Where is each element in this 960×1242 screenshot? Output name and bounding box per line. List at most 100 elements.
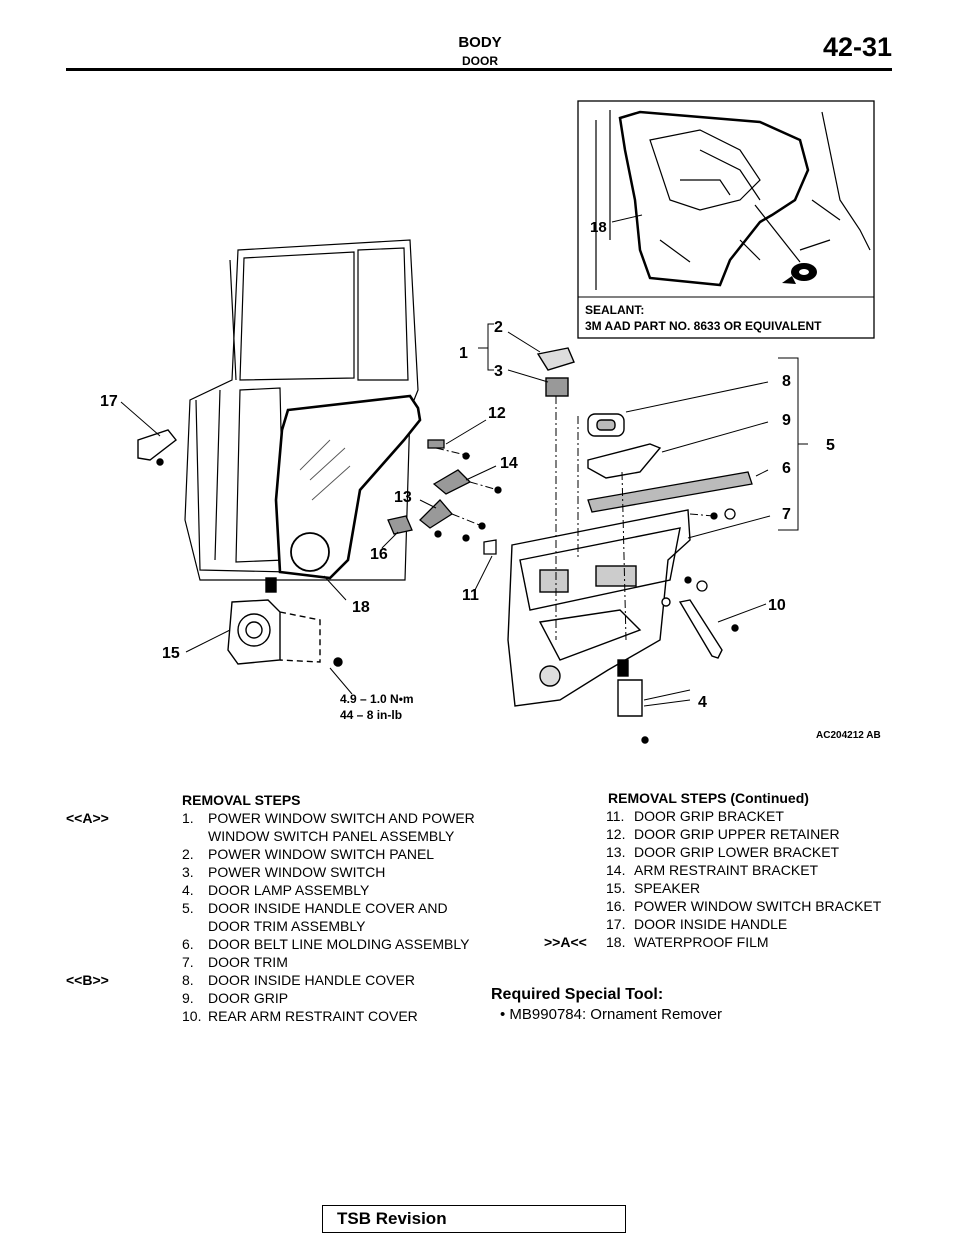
subsection-title: DOOR	[462, 54, 498, 68]
step-number: 1.	[182, 810, 194, 826]
step-number: 9.	[182, 990, 194, 1006]
step-text: DOOR INSIDE HANDLE COVER AND DOOR TRIM A…	[208, 900, 448, 934]
special-tool-heading: Required Special Tool:	[491, 986, 664, 1003]
step-text: DOOR TRIM	[208, 954, 288, 970]
callout-8: 8	[782, 373, 791, 390]
sealant-roll-icon	[782, 263, 817, 284]
removal-step: 15. SPEAKER	[540, 879, 894, 897]
step-text: SPEAKER	[634, 880, 701, 896]
step-text: POWER WINDOW SWITCH BRACKET	[634, 898, 882, 914]
torque-nm: 4.9 – 1.0 N•m	[340, 692, 414, 706]
alignment-lines	[435, 396, 715, 641]
arm-restraint-cover	[661, 597, 739, 659]
removal-step: 6. DOOR BELT LINE MOLDING ASSEMBLY	[66, 935, 476, 953]
step-number: 11.	[606, 808, 625, 824]
step-number: 4.	[182, 882, 194, 898]
door-lamp	[617, 659, 649, 744]
step-number: 13.	[606, 844, 626, 860]
footer-box	[322, 1205, 626, 1233]
removal-step: 11. DOOR GRIP BRACKET	[540, 807, 894, 825]
sealant-inset: 18 SEALANT: 3M AAD PART NO. 8633 OR EQUI…	[577, 100, 875, 339]
step-text: DOOR GRIP UPPER RETAINER	[634, 826, 840, 842]
step-number: 7.	[182, 954, 194, 970]
inside-handle-cover	[587, 413, 625, 437]
step-text: POWER WINDOW SWITCH PANEL	[208, 846, 435, 862]
step-text: POWER WINDOW SWITCH	[208, 864, 386, 880]
step-text: REAR ARM RESTRAINT COVER	[208, 1008, 418, 1024]
callout-10: 10	[768, 597, 786, 614]
step-text: DOOR INSIDE HANDLE COVER	[208, 972, 415, 988]
removal-step: <<B>> 8. DOOR INSIDE HANDLE COVER	[66, 971, 476, 989]
door-trim-assembly	[507, 509, 691, 707]
removal-steps-right: REMOVAL STEPS (Continued) 11. DOOR GRIP B…	[540, 789, 900, 951]
step-number: 6.	[182, 936, 194, 952]
callout-11: 11	[462, 587, 479, 604]
step-text: WATERPROOF FILM	[634, 934, 769, 950]
callout-1: 1	[459, 345, 468, 362]
special-tool-item-text: MB990784: Ornament Remover	[509, 1006, 723, 1023]
callout-15: 15	[162, 645, 180, 662]
removal-step: 5. DOOR INSIDE HANDLE COVER AND DOOR TRIM…	[66, 899, 476, 935]
step-number: 8.	[182, 972, 194, 988]
speaker	[185, 577, 343, 667]
callout-17: 17	[100, 393, 118, 410]
callout-7: 7	[782, 506, 791, 523]
callout-13: 13	[394, 489, 412, 506]
inside-handle	[120, 401, 177, 466]
removal-heading-continued: REMOVAL STEPS (Continued)	[608, 790, 809, 806]
step-text: DOOR LAMP ASSEMBLY	[208, 882, 370, 898]
removal-step: 10. REAR ARM RESTRAINT COVER	[66, 1007, 476, 1025]
step-number: 15.	[606, 880, 626, 896]
callout-12: 12	[488, 405, 506, 422]
step-text: ARM RESTRAINT BRACKET	[634, 862, 819, 878]
door-exploded-diagram: 18 SEALANT: 3M AAD PART NO. 8633 OR EQUI…	[100, 100, 881, 744]
step-text: DOOR INSIDE HANDLE	[634, 916, 788, 932]
removal-step: 9. DOOR GRIP	[66, 989, 476, 1007]
step-text: DOOR GRIP	[208, 990, 289, 1006]
step-number: 10.	[182, 1008, 202, 1024]
callout-3: 3	[494, 363, 503, 380]
removal-step: 7. DOOR TRIM	[66, 953, 476, 971]
step-tag: >>A<<	[544, 934, 587, 950]
section-title: BODY	[458, 34, 502, 51]
belt-line-molding	[587, 471, 753, 513]
step-tag: <<A>>	[66, 810, 109, 826]
step-number: 5.	[182, 900, 194, 916]
removal-steps-left: REMOVAL STEPS <<A>> 1. POWER WINDOW SWITCH…	[66, 791, 476, 1025]
step-text: POWER WINDOW SWITCH AND POWER WINDOW SWI…	[208, 810, 475, 844]
step-number: 17.	[606, 916, 626, 932]
inset-callout-18: 18	[590, 219, 607, 236]
step-number: 16.	[606, 898, 626, 914]
step-number: 14.	[606, 862, 626, 878]
step-text: DOOR GRIP BRACKET	[634, 808, 784, 824]
callout-14: 14	[500, 455, 518, 472]
waterproof-film	[274, 394, 422, 580]
footer-label: TSB Revision	[337, 1209, 447, 1228]
callout-2: 2	[494, 319, 503, 336]
callout-16: 16	[370, 546, 388, 563]
removal-step: 13. DOOR GRIP LOWER BRACKET	[540, 843, 894, 861]
removal-step: 2. POWER WINDOW SWITCH PANEL	[66, 845, 476, 863]
step-tag: <<B>>	[66, 972, 109, 988]
removal-step: >>A<<18.WATERPROOF FILM	[540, 933, 894, 951]
callout-18: 18	[352, 599, 370, 616]
power-window-switch-panel	[536, 347, 575, 397]
sealant-label: SEALANT:	[585, 303, 644, 317]
removal-heading: REMOVAL STEPS	[182, 792, 301, 808]
removal-step: <<A>> 1. POWER WINDOW SWITCH AND POWER WIN…	[66, 809, 476, 845]
step-text: DOOR BELT LINE MOLDING ASSEMBLY	[208, 936, 470, 952]
callout-6: 6	[782, 460, 791, 477]
removal-step: 17. DOOR INSIDE HANDLE	[540, 915, 894, 933]
page-number: 42-31	[822, 32, 892, 62]
sealant-spec: 3M AAD PART NO. 8633 OR EQUIVALENT	[585, 319, 822, 333]
leader-lines	[323, 323, 808, 707]
removal-step: 14. ARM RESTRAINT BRACKET	[540, 861, 894, 879]
removal-step: 4. DOOR LAMP ASSEMBLY	[66, 881, 476, 899]
callout-5: 5	[826, 437, 835, 454]
special-tool-item: • MB990784: Ornament Remover	[500, 1006, 723, 1023]
door-grip	[587, 443, 662, 479]
step-text: DOOR GRIP LOWER BRACKET	[634, 844, 840, 860]
header-rule	[66, 68, 892, 71]
step-number: 2.	[182, 846, 194, 862]
callout-4: 4	[698, 694, 707, 711]
